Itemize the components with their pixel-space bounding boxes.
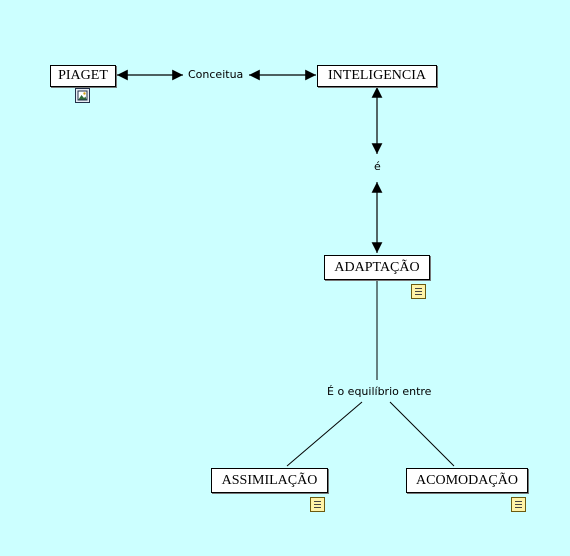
concept-acomodacao[interactable]: ACOMODAÇÃO bbox=[406, 468, 528, 493]
image-icon[interactable] bbox=[75, 88, 90, 103]
concept-inteligencia[interactable]: INTELIGENCIA bbox=[317, 65, 437, 87]
concept-adaptacao[interactable]: ADAPTAÇÃO bbox=[324, 255, 430, 280]
linking-phrase-equilibrio[interactable]: É o equilíbrio entre bbox=[327, 385, 432, 398]
note-icon[interactable] bbox=[310, 497, 325, 512]
link-equilibrio-acomodacao bbox=[389, 401, 455, 467]
concept-piaget[interactable]: PIAGET bbox=[50, 65, 116, 87]
linking-phrase-e[interactable]: é bbox=[374, 160, 381, 173]
concept-assimilacao[interactable]: ASSIMILAÇÃO bbox=[211, 468, 328, 493]
link-equilibrio-assimilacao bbox=[286, 401, 363, 467]
note-icon[interactable] bbox=[411, 284, 426, 299]
linking-phrase-conceitua[interactable]: Conceitua bbox=[188, 68, 244, 81]
note-icon[interactable] bbox=[511, 497, 526, 512]
